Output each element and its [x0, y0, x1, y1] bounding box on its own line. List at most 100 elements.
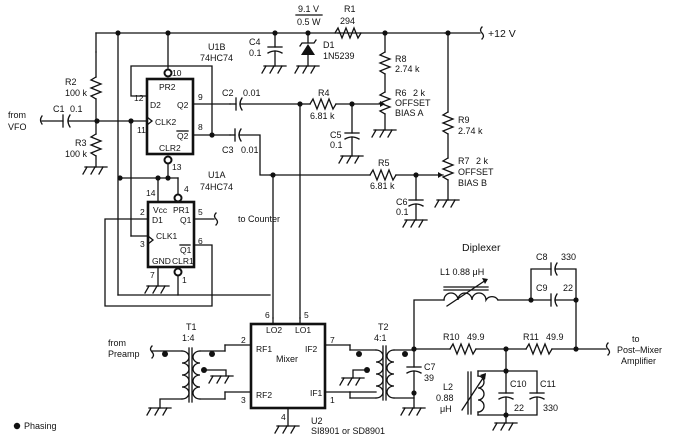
u1b-pin-pr: PR2 [159, 82, 176, 92]
r1-value: 294 [340, 16, 355, 26]
u2-pin-number: 6 [265, 310, 270, 320]
r6-note2: BIAS A [395, 108, 424, 118]
r9-value: 2.74 k [458, 126, 483, 136]
zener-voltage: 9.1 V [298, 4, 319, 14]
capacitor-c10 [492, 370, 518, 431]
u1a-pin-qn: Q1 [180, 245, 192, 255]
preamp-input-label2: Preamp [108, 349, 140, 359]
u1b-pin-number: 11 [137, 125, 146, 135]
d1-ref: D1 [323, 40, 335, 50]
c11-value: 330 [543, 403, 558, 413]
u2-pin-number: 7 [330, 335, 335, 345]
u1b-pin-number: 10 [172, 68, 182, 78]
r6-note: OFFSET [395, 98, 431, 108]
u2-pin-lo2: LO2 [266, 325, 282, 335]
t2-ratio: 4:1 [374, 333, 387, 343]
resistor-r4 [299, 97, 385, 111]
c6-value: 0.1 [396, 207, 409, 217]
capacitor-c4 [261, 32, 287, 74]
u2-name: Mixer [276, 354, 298, 364]
capacitor-c5 [338, 103, 364, 164]
u1a-pin-clk: CLK1 [156, 231, 178, 241]
supply-label: +12 V [488, 28, 516, 40]
u2-pin-if2: IF2 [305, 344, 318, 354]
capacitor-c11 [505, 370, 545, 416]
u1b-pin-clk: CLK2 [155, 117, 177, 127]
c9-value: 22 [563, 283, 573, 293]
r3-value: 100 k [65, 149, 88, 159]
diplexer-label: Diplexer [462, 242, 501, 254]
u1a-pin-number: 1 [182, 275, 187, 285]
u1a-pin-number: 6 [198, 236, 203, 246]
u2-part: SI8901 or SD8901 [311, 426, 385, 436]
u2-pin-number: 4 [281, 412, 286, 422]
r7-value: 2 k [476, 156, 489, 166]
c7-ref: C7 [424, 362, 436, 372]
u1b-part: 74HC74 [200, 53, 233, 63]
r4-ref: R4 [318, 88, 330, 98]
preamp-input-label: from [108, 338, 126, 348]
l1-label: L1 0.88 μH [440, 267, 484, 277]
u2-pin-number: 3 [241, 395, 246, 405]
d1-value: 1N5239 [323, 51, 355, 61]
u1b-ref: U1B [208, 42, 226, 52]
transformer-t2 [339, 344, 415, 401]
u1b-pin-number: 8 [198, 122, 203, 132]
u1a-pin-d: D1 [152, 215, 163, 225]
c2-ref: C2 [222, 88, 234, 98]
supply-rail [95, 26, 485, 53]
u2-ref: U2 [311, 416, 323, 426]
r3-ref: R3 [75, 138, 87, 148]
capacitor-c2 [229, 97, 301, 111]
u1a-pin-gnd: GND [152, 256, 171, 266]
vfo-input-label: from [8, 110, 26, 120]
u1b-pin-clr: CLR2 [159, 143, 181, 153]
c8-value: 330 [561, 252, 576, 262]
c5-value: 0.1 [330, 140, 343, 150]
r11-ref: R11 [523, 332, 539, 342]
c7-value: 39 [424, 373, 434, 383]
u2-pin-rf1: RF1 [256, 344, 272, 354]
flip-flop-u1a [104, 193, 219, 307]
output-label2: Post–Mixer [617, 345, 662, 355]
u1a-pin-pr: PR1 [173, 205, 190, 215]
c6-ref: C6 [396, 197, 408, 207]
u2-pin-if1: IF1 [310, 388, 323, 398]
zener-diode-d1 [294, 32, 320, 74]
capacitor-c9 [530, 293, 577, 307]
r7-note: OFFSET [458, 167, 494, 177]
r6-value: 2 k [413, 88, 426, 98]
u1a-pin-number: 7 [150, 270, 155, 280]
output-label: to [632, 334, 640, 344]
capacitor-c6 [402, 174, 428, 228]
c10-ref: C10 [510, 379, 527, 389]
r7-note2: BIAS B [458, 178, 487, 188]
zener-power: 0.5 W [297, 17, 321, 27]
r1-ref: R1 [344, 4, 356, 14]
u1b-pin-number: 9 [198, 92, 203, 102]
l2-unit: μH [440, 404, 452, 414]
t1-ratio: 1:4 [182, 333, 195, 343]
u1a-part: 74HC74 [200, 182, 233, 192]
output-label3: Amplifier [621, 356, 656, 366]
r10-ref: R10 [443, 332, 460, 342]
resistor-r11 [505, 342, 607, 356]
c8-ref: C8 [536, 252, 548, 262]
c2-value: 0.01 [243, 88, 261, 98]
capacitor-c3 [229, 128, 271, 176]
t1-ref: T1 [186, 322, 197, 332]
transformer-t1 [146, 344, 234, 416]
r5-ref: R5 [378, 158, 390, 168]
inductor-l2 [461, 370, 507, 416]
resistor-r9 [441, 32, 455, 159]
c1-ref: C1 [53, 104, 65, 114]
u1b-pin-number: 13 [172, 162, 182, 172]
resistor-r10 [413, 342, 507, 356]
potentiometer-r7 [434, 157, 460, 208]
u1b-pin-qn: Q2 [177, 131, 189, 141]
u1a-ref: U1A [208, 170, 226, 180]
u1b-pin-d: D2 [150, 100, 161, 110]
t2-ref: T2 [378, 322, 389, 332]
u1a-pin-number: 2 [140, 207, 145, 217]
